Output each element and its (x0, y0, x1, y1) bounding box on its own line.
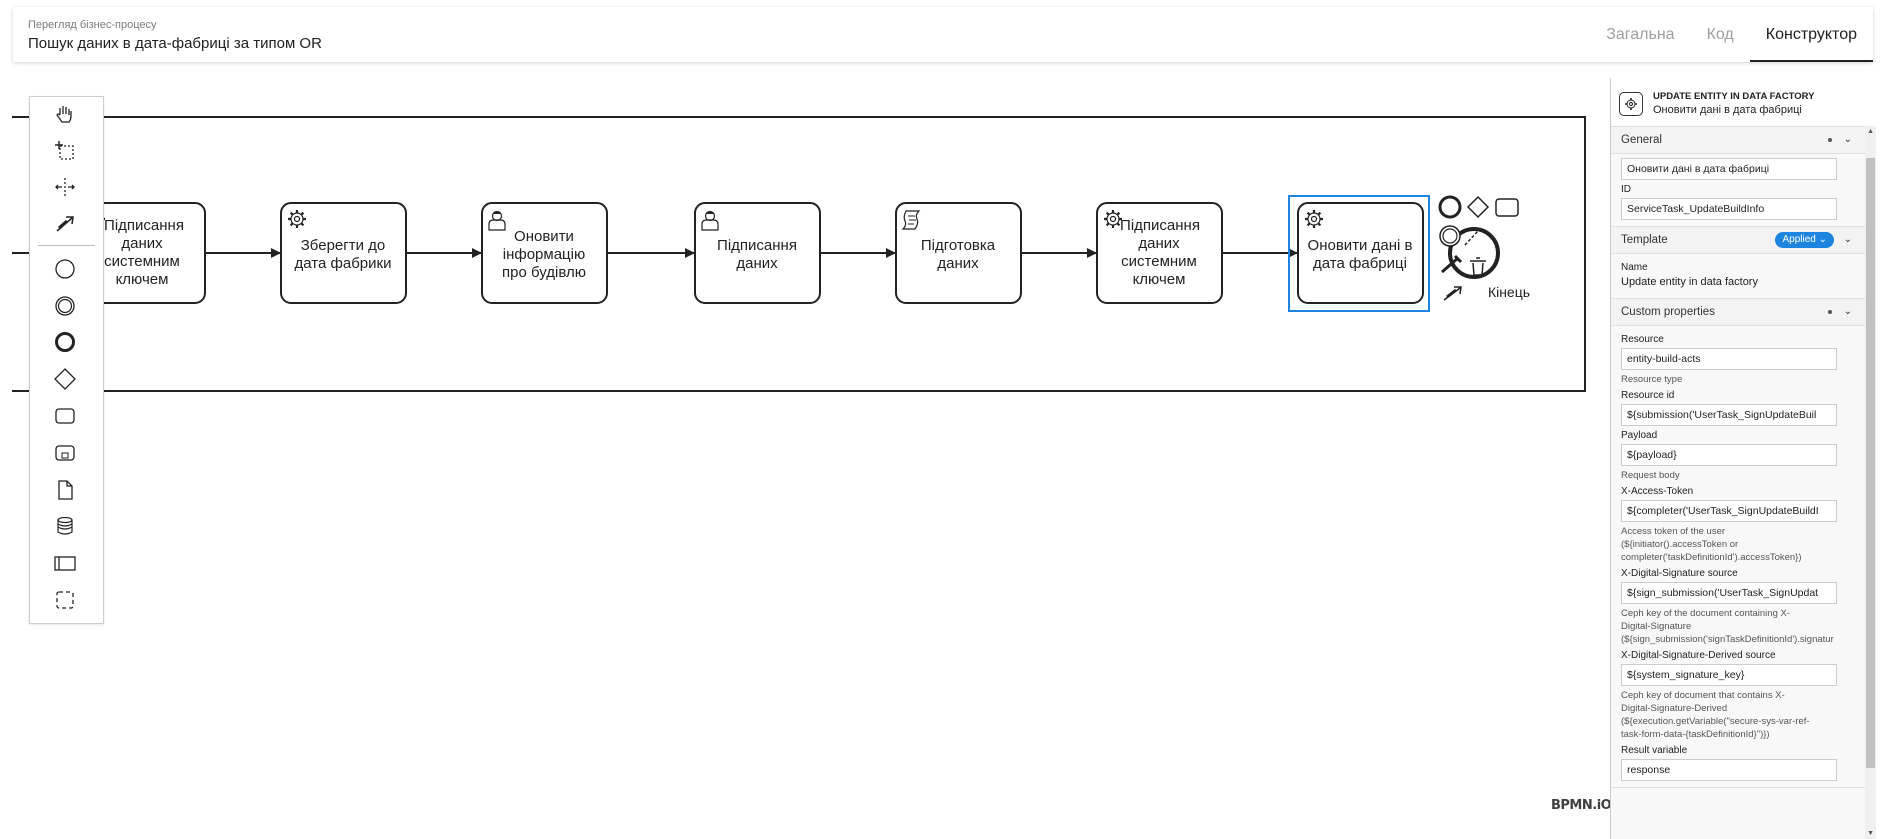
resource-hint: Resource type (1621, 374, 1683, 385)
intermediate-event-icon[interactable] (50, 291, 80, 321)
page-subtitle: Перегляд бізнес-процесу (28, 19, 157, 31)
template-header-label: Template (1621, 234, 1668, 246)
wrench-icon (1441, 254, 1463, 274)
template-name-value: Update entity in data factory (1621, 276, 1758, 288)
signature-source-field[interactable]: ${sign_submission('UserTask_SignUpdat (1621, 582, 1837, 604)
bpmn-io-logo[interactable]: BPMN.iO (1551, 798, 1612, 813)
signature-derived-label: X-Digital-Signature-Derived source (1621, 650, 1776, 661)
chevron-down-icon[interactable]: ⌄ (1843, 234, 1852, 245)
delete-icon (1470, 257, 1486, 276)
context-pad[interactable] (1438, 195, 1519, 301)
signature-source-label: X-Digital-Signature source (1621, 568, 1738, 579)
access-token-field[interactable]: ${completer('UserTask_SignUpdateBuildI (1621, 500, 1837, 522)
result-variable-field[interactable]: response (1621, 759, 1837, 781)
access-token-hint: Access token of the user (${initiator().… (1621, 526, 1802, 563)
scroll-down-icon[interactable]: ▼ (1867, 830, 1874, 837)
task-icon[interactable] (50, 401, 80, 431)
resource-label: Resource (1621, 334, 1664, 345)
view-tabs: Загальна Код Конструктор (1590, 7, 1873, 62)
space-tool-icon[interactable] (50, 172, 80, 202)
access-token-label: X-Access-Token (1621, 486, 1694, 497)
signature-derived-field[interactable]: ${system_signature_key} (1621, 664, 1837, 686)
resource-id-label: Resource id (1621, 390, 1675, 401)
group-icon[interactable] (50, 585, 80, 615)
scrollbar-thumb[interactable] (1866, 158, 1875, 768)
append-end-event-icon (1438, 195, 1462, 219)
hand-tool-icon[interactable] (50, 99, 80, 129)
element-type: UPDATE ENTITY IN DATA FACTORY (1653, 91, 1815, 102)
data-object-icon[interactable] (50, 475, 80, 505)
append-task-icon (1495, 198, 1519, 217)
scroll-up-icon[interactable]: ▲ (1867, 128, 1874, 135)
tab-general[interactable]: Загальна (1606, 26, 1675, 43)
subprocess-icon[interactable] (50, 438, 80, 468)
template-group: Name Update entity in data factory (1611, 254, 1876, 299)
payload-hint: Request body (1621, 470, 1680, 481)
panel-scrollbar[interactable]: ▲ ▼ (1865, 126, 1876, 839)
properties-panel: UPDATE ENTITY IN DATA FACTORY Оновити да… (1610, 78, 1876, 839)
chevron-down-icon[interactable]: ⌄ (1843, 134, 1852, 145)
end-event-label: Кінець (1488, 284, 1530, 300)
custom-header-label: Custom properties (1621, 306, 1715, 318)
pool-icon[interactable] (50, 548, 80, 578)
has-data-indicator (1828, 138, 1832, 142)
lasso-tool-icon[interactable] (50, 136, 80, 166)
tool-palette (29, 96, 104, 624)
connect-icon (1464, 230, 1479, 246)
template-name-label: Name (1621, 262, 1648, 273)
id-field[interactable]: ServiceTask_UpdateBuildInfo (1621, 198, 1837, 220)
append-gateway-icon (1466, 195, 1490, 219)
signature-source-hint: Ceph key of the document containing X- D… (1621, 608, 1834, 645)
chevron-down-icon[interactable]: ⌄ (1843, 306, 1852, 317)
id-label: ID (1621, 184, 1631, 195)
payload-field[interactable]: ${payload} (1621, 444, 1837, 466)
tab-code[interactable]: Код (1706, 26, 1734, 43)
gateway-icon[interactable] (50, 364, 80, 394)
start-event-icon[interactable] (50, 254, 80, 284)
custom-properties-group: Resource entity-build-acts Resource type… (1611, 326, 1876, 788)
custom-properties-header[interactable]: Custom properties ⌄ (1611, 299, 1876, 326)
has-data-indicator (1828, 310, 1832, 314)
general-header-label: General (1621, 134, 1662, 146)
template-group-header[interactable]: Template Applied ⌄ ⌄ (1611, 227, 1876, 254)
element-name: Оновити дані в дата фабриці (1653, 104, 1802, 116)
end-event[interactable]: Кінець (1448, 227, 1530, 300)
end-event-icon[interactable] (50, 327, 80, 357)
name-field[interactable]: Оновити дані в дата фабриці (1621, 158, 1837, 180)
signature-derived-hint: Ceph key of document that contains X- Di… (1621, 690, 1810, 740)
general-group-header[interactable]: General ⌄ (1611, 127, 1876, 154)
panel-header: UPDATE ENTITY IN DATA FACTORY Оновити да… (1611, 78, 1876, 127)
general-group: Оновити дані в дата фабриці ID ServiceTa… (1611, 154, 1876, 227)
resource-id-field[interactable]: ${submission('UserTask_SignUpdateBuil (1621, 404, 1837, 426)
selection-outline (1288, 195, 1430, 312)
service-task-icon (1619, 92, 1643, 116)
resource-field[interactable]: entity-build-acts (1621, 348, 1837, 370)
page-header: Перегляд бізнес-процесу Пошук даних в да… (13, 7, 1873, 62)
result-variable-label: Result variable (1621, 745, 1688, 756)
pool-border (12, 116, 1586, 392)
template-applied-badge[interactable]: Applied ⌄ (1775, 232, 1834, 248)
payload-label: Payload (1621, 430, 1658, 441)
page-title: Пошук даних в дата-фабриці за типом OR (28, 35, 322, 52)
tab-constructor[interactable]: Конструктор (1749, 7, 1873, 62)
global-connect-icon[interactable] (50, 208, 80, 238)
data-store-icon[interactable] (50, 511, 80, 541)
